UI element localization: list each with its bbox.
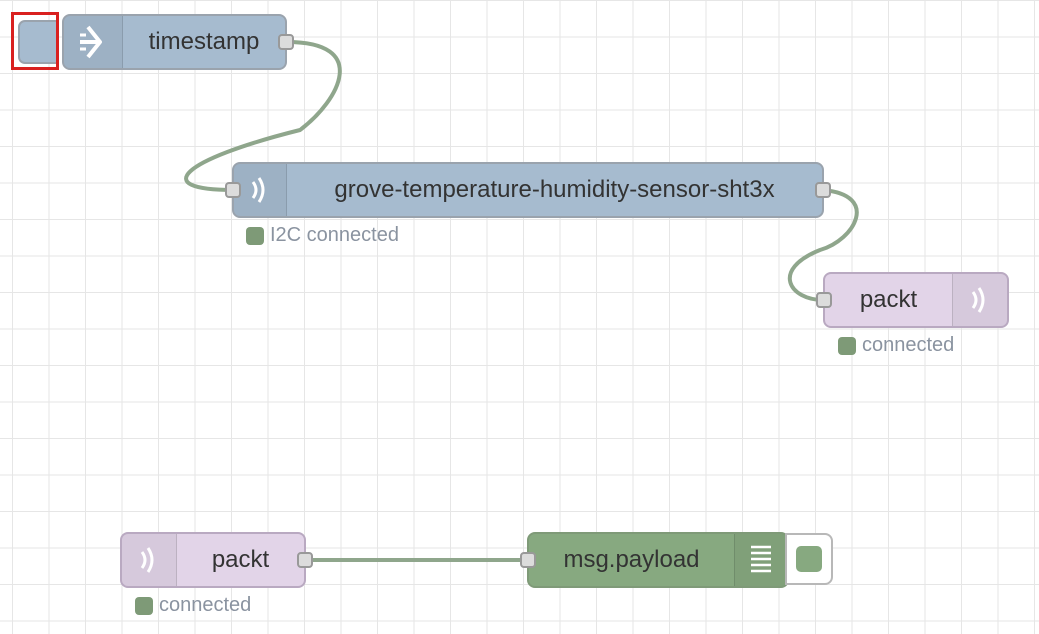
debug-toggle-button[interactable] [785,533,833,585]
wireless-icon [122,534,177,586]
wireless-icon [234,164,287,216]
status-dot-icon [838,336,856,355]
status-dot-icon [246,226,264,245]
node-label: timestamp [148,28,260,55]
node-label: packt [859,286,918,313]
status-dot-icon [135,596,153,615]
input-port[interactable] [225,182,241,198]
packt-in-node[interactable]: packt [120,532,313,588]
inject-button-highlight [11,12,59,70]
sensor-status: I2C connected [246,224,399,247]
node-label: grove-temperature-humidity-sensor-sht3x [334,176,775,203]
node-label: msg.payload [563,546,700,573]
output-port[interactable] [278,34,294,50]
input-port[interactable] [520,552,536,568]
output-port[interactable] [297,552,313,568]
node-label: packt [211,546,270,573]
grove-sensor-node[interactable]: grove-temperature-humidity-sensor-sht3x [225,162,831,218]
wireless-icon [952,274,1007,326]
timestamp-node[interactable]: timestamp [62,14,294,70]
list-icon [734,534,787,586]
packt-out-node[interactable]: packt [816,272,1009,328]
packt-in-status: connected [135,594,251,617]
debug-toggle-square [796,546,822,572]
debug-node[interactable]: msg.payload [520,532,789,588]
output-port[interactable] [815,182,831,198]
packt-out-status: connected [838,334,954,357]
input-port[interactable] [816,292,832,308]
inject-button[interactable] [18,20,58,64]
arrow-in-icon [64,16,123,68]
